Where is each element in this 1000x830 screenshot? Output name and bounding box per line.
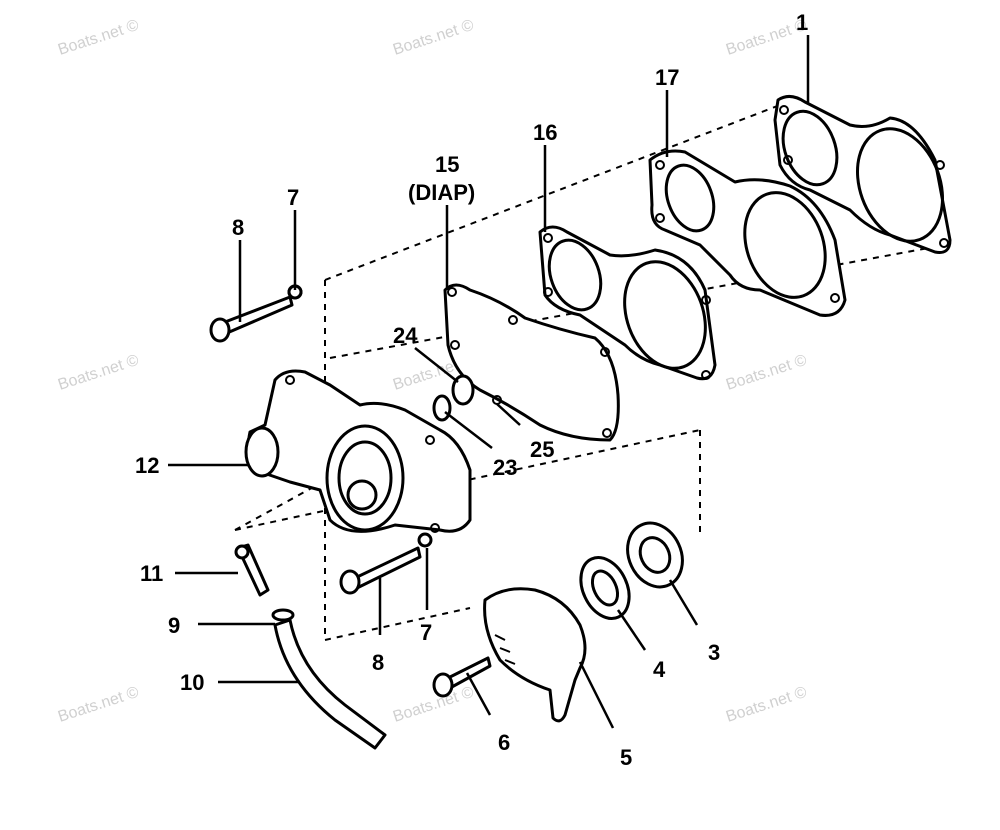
part-1-gasket	[773, 95, 952, 254]
callout-7-bottom: 7	[420, 620, 432, 645]
part-4-ring	[579, 556, 631, 620]
callout-17: 17	[655, 65, 679, 90]
watermark: Boats.net ©	[724, 352, 809, 394]
part-5-cover	[483, 587, 587, 723]
callout-16: 16	[533, 120, 557, 145]
callout-6: 6	[498, 730, 510, 755]
part-17-plate	[648, 149, 847, 317]
callout-10: 10	[180, 670, 204, 695]
callout-8-bottom: 8	[372, 650, 384, 675]
part-3-valve-plate	[626, 521, 684, 589]
part-6-screw	[432, 656, 492, 698]
callout-5: 5	[620, 745, 632, 770]
part-8-screw-top	[209, 284, 303, 343]
leader-lines	[168, 35, 810, 729]
part-9-clamp	[271, 608, 295, 622]
watermark: Boats.net ©	[391, 17, 476, 59]
callout-labels: 1 17 16 15 (DIAP) 7 8 24 23 25 12 11 9 1…	[135, 10, 808, 770]
callout-3: 3	[708, 640, 720, 665]
watermark: Boats.net ©	[724, 684, 809, 726]
callout-15-diap: (DIAP)	[408, 180, 475, 205]
callout-15: 15	[435, 152, 459, 177]
callout-11: 11	[140, 561, 163, 586]
callout-23: 23	[493, 455, 517, 480]
watermark: Boats.net ©	[56, 17, 141, 59]
callout-8-top: 8	[232, 215, 244, 240]
callout-9: 9	[168, 613, 180, 638]
part-12-pump-body	[244, 369, 472, 533]
callout-24: 24	[393, 323, 418, 348]
callout-4: 4	[653, 657, 666, 682]
callout-1: 1	[796, 10, 808, 35]
part-8-screw-bottom	[339, 532, 433, 595]
part-16-gasket	[538, 225, 717, 381]
part-10-hose	[273, 618, 387, 750]
callout-7-top: 7	[287, 185, 299, 210]
callout-25: 25	[530, 437, 554, 462]
watermark: Boats.net ©	[56, 352, 141, 394]
callout-12: 12	[135, 453, 159, 478]
watermark: Boats.net ©	[56, 684, 141, 726]
part-11-fitting	[234, 543, 270, 597]
